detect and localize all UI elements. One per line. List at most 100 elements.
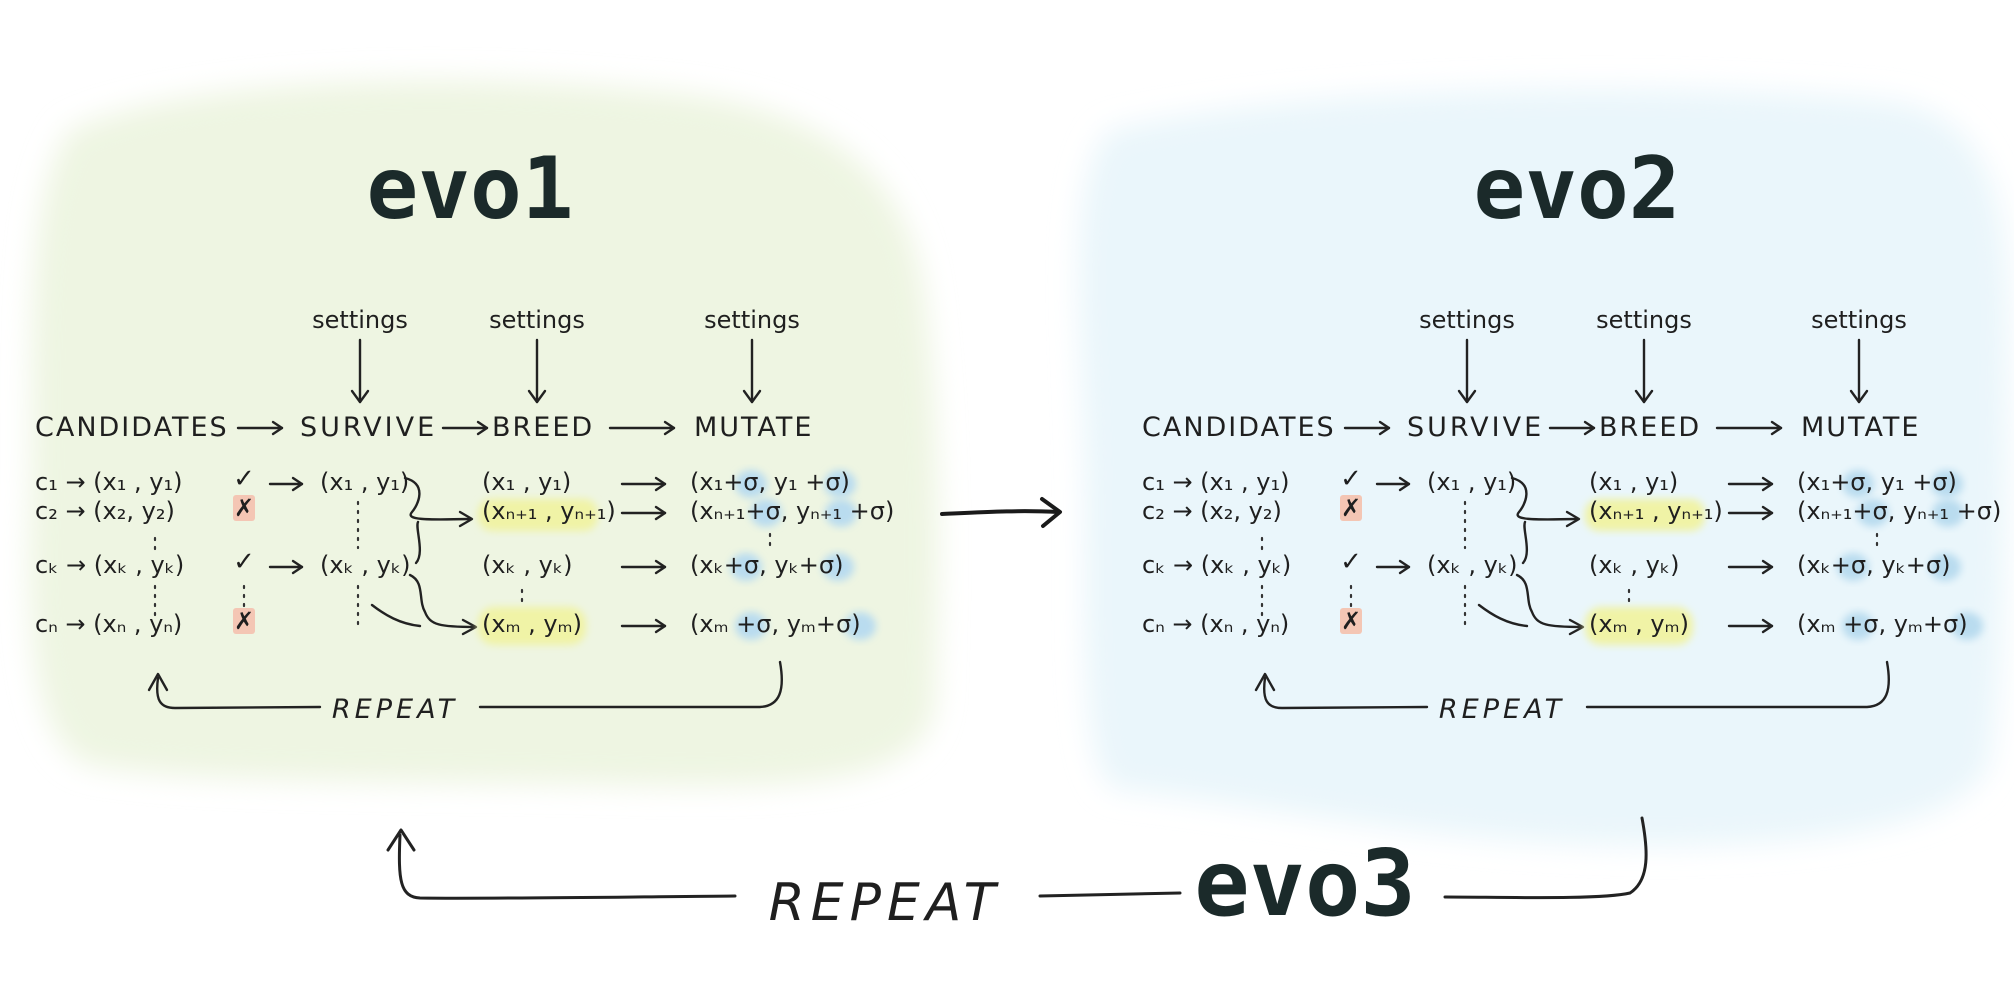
mutate-arrow xyxy=(620,505,667,521)
mutate-arrow xyxy=(1727,559,1774,575)
settings-label: settings xyxy=(489,306,585,334)
cross-mark: ✗ xyxy=(234,494,254,522)
stage-arrow xyxy=(1715,420,1783,436)
repeat-label: REPEAT xyxy=(332,694,458,725)
evo3-title: evo3 xyxy=(1194,830,1416,937)
bottom-loop: REPEAT evo3 xyxy=(386,816,1648,937)
crossover-arrow-head xyxy=(461,618,478,636)
evo2-panel-background xyxy=(1078,88,2009,846)
check-mark: ✓ xyxy=(233,464,255,494)
survive-row: (xₖ , yₖ) xyxy=(1427,551,1517,579)
cross-mark-bg xyxy=(233,495,255,521)
arrow-head xyxy=(476,420,489,436)
candidate-row: cₖ → (xₖ , yₖ) xyxy=(35,551,184,579)
mutate-row: (xₖ+σ, yₖ+σ) xyxy=(690,551,843,579)
settings-arrow xyxy=(742,338,762,404)
mutate-arrow xyxy=(1727,505,1774,521)
sigma-highlight xyxy=(822,553,854,581)
candidate-row: c₁ → (x₁ , y₁) xyxy=(35,468,182,496)
breed-row: (xₙ₊₁ , yₙ₊₁) xyxy=(1589,497,1723,525)
stage-mutate: MUTATE xyxy=(694,412,813,443)
arrow-head xyxy=(654,559,667,575)
sigma-highlight xyxy=(750,499,782,527)
arrow-head xyxy=(1583,420,1596,436)
mutate-row: (x₁+σ, y₁ +σ) xyxy=(1797,468,1957,496)
settings-arrow xyxy=(1457,338,1477,404)
crossover-arrow xyxy=(1521,520,1528,565)
mutate-row: (xₖ+σ, yₖ+σ) xyxy=(1797,551,1950,579)
sigma-highlight xyxy=(1951,612,1983,640)
repeat-loop xyxy=(1585,660,1890,709)
settings-label: settings xyxy=(1419,306,1515,334)
arrow-head xyxy=(654,618,667,634)
breed-row: (xₖ , yₖ) xyxy=(1589,551,1679,579)
stage-survive: SURVIVE xyxy=(1407,412,1544,443)
crossover-arrow xyxy=(1510,476,1579,521)
repeat-loop xyxy=(478,660,783,709)
breed-highlight xyxy=(1585,499,1705,531)
breed-highlight xyxy=(478,499,598,531)
sigma-highlight xyxy=(1842,470,1874,498)
breed-highlight xyxy=(478,607,586,645)
stage-mutate: MUTATE xyxy=(1801,412,1920,443)
arrow-head xyxy=(271,420,284,436)
stage-survive: SURVIVE xyxy=(300,412,437,443)
mutate-arrow xyxy=(620,618,667,634)
cross-mark-bg xyxy=(1340,495,1362,521)
crossover-arrow xyxy=(414,520,421,565)
cross-mark: ✗ xyxy=(1341,607,1361,635)
arrow-head xyxy=(663,420,676,436)
breed-row: (x₁ , y₁) xyxy=(482,468,571,496)
bottom-repeat-label: REPEAT xyxy=(769,873,1002,933)
mutate-row: (xₘ +σ, yₘ+σ) xyxy=(690,610,861,638)
arrow-head xyxy=(1761,618,1774,634)
crossover-arrow xyxy=(370,603,422,628)
sigma-highlight xyxy=(1931,470,1963,498)
settings-arrow xyxy=(527,338,547,404)
candidate-row: cₖ → (xₖ , yₖ) xyxy=(1142,551,1291,579)
evo1-title: evo1 xyxy=(366,139,573,239)
check-mark: ✓ xyxy=(1340,464,1362,494)
crossover-arrow xyxy=(408,573,477,629)
mutate-arrow xyxy=(1727,618,1774,634)
sigma-highlight xyxy=(1857,499,1889,527)
sigma-highlight xyxy=(844,612,876,640)
arrow-head xyxy=(654,476,667,492)
arrow-head xyxy=(350,389,370,404)
breed-row: (xₖ , yₖ) xyxy=(482,551,572,579)
arrow-head xyxy=(1634,389,1654,404)
panel-transition-arrow xyxy=(940,497,1062,528)
breed-row: (x₁ , y₁) xyxy=(1589,468,1678,496)
arrow-head xyxy=(1378,420,1391,436)
mutate-arrow xyxy=(620,476,667,492)
survive-row: (xₖ , yₖ) xyxy=(320,551,410,579)
breed-highlight xyxy=(1585,607,1693,645)
stage-arrow xyxy=(608,420,676,436)
sigma-highlight xyxy=(1842,612,1874,640)
sigma-highlight xyxy=(1932,499,1964,527)
repeat-label: REPEAT xyxy=(1439,694,1565,725)
mutate-row: (xₙ₊₁+σ, yₙ₊₁ +σ) xyxy=(690,497,894,525)
candidate-row: c₂ → (x₂, y₂) xyxy=(1142,497,1282,525)
arrow-head xyxy=(527,389,547,404)
arrow-head xyxy=(1398,559,1411,575)
evo1-panel-background xyxy=(29,80,938,787)
mutate-arrow xyxy=(620,559,667,575)
arrow-head xyxy=(1761,476,1774,492)
arrow-head xyxy=(1770,420,1783,436)
settings-arrow xyxy=(1634,338,1654,404)
sigma-highlight xyxy=(730,553,762,581)
cross-mark: ✗ xyxy=(234,607,254,635)
survive-arrow xyxy=(1375,559,1411,575)
cross-mark: ✗ xyxy=(1341,494,1361,522)
crossover-arrow xyxy=(1477,603,1529,628)
survive-row: (x₁ , y₁) xyxy=(320,468,409,496)
candidate-row: cₙ → (xₙ , yₙ) xyxy=(35,610,182,638)
arrow-head xyxy=(1457,389,1477,404)
stage-candidates: CANDIDATES xyxy=(1142,412,1336,443)
sigma-highlight xyxy=(1929,553,1961,581)
